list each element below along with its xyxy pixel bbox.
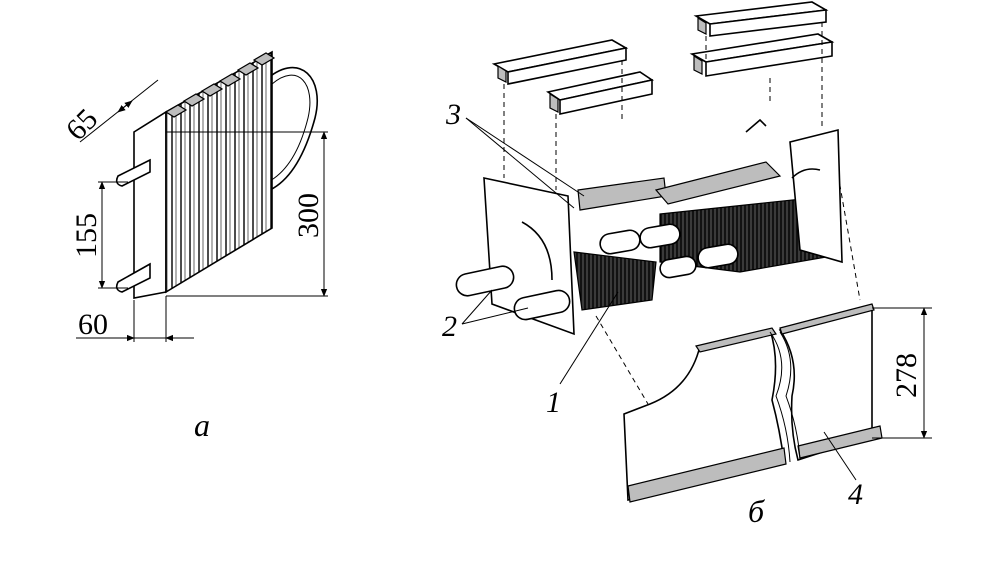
- rail-mid-right: [689, 33, 835, 77]
- rail-upper-right: [693, 1, 829, 37]
- fin-block: [165, 50, 273, 294]
- top-rails: [491, 1, 835, 115]
- connection-pipes: [455, 223, 739, 321]
- fin-tops: [164, 52, 276, 118]
- dim-width: 60: [76, 296, 194, 342]
- caption-a: а: [194, 407, 210, 443]
- housing-panel: [623, 303, 883, 503]
- pipe-stubs: [115, 158, 151, 293]
- loop-pipe: [267, 66, 318, 191]
- rail-upper-left: [491, 39, 629, 85]
- dim-height: 300: [166, 131, 328, 297]
- callout-4: 4: [848, 478, 863, 511]
- callout-3: 3: [445, 98, 461, 131]
- callout-1: 1: [546, 386, 561, 419]
- right-end-plate: [789, 128, 843, 264]
- caption-b: б: [748, 493, 765, 529]
- heat-exchanger-left: [573, 251, 657, 311]
- dim-depth-label: 65: [60, 102, 105, 147]
- callout-2: 2: [442, 310, 457, 343]
- dim-housing-height-label: 278: [890, 353, 923, 398]
- dim-housing-height: 278: [872, 307, 932, 439]
- dim-width-label: 60: [78, 308, 108, 341]
- callouts: 3 2 1 4: [442, 98, 863, 511]
- dim-pipe-spacing-label: 155: [70, 213, 103, 258]
- dim-height-label: 300: [292, 193, 325, 238]
- convector-unit-a: 65 155 300 60 а: [60, 50, 328, 443]
- convector-assembly-b: 278 3 2 1 4 б: [442, 1, 932, 529]
- dim-pipe-spacing: 155: [70, 181, 128, 289]
- rail-mid-left: [545, 71, 655, 115]
